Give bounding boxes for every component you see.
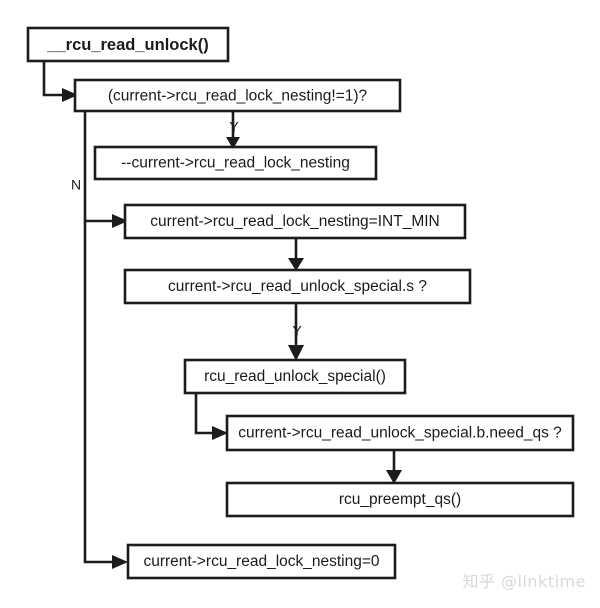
node-label: current->rcu_read_lock_nesting=INT_MIN bbox=[150, 213, 439, 230]
node-call-unlock-special[interactable]: rcu_read_unlock_special() bbox=[183, 358, 407, 395]
node-condition-nesting-not-one[interactable]: (current->rcu_read_lock_nesting!=1)? bbox=[73, 78, 402, 113]
node-box bbox=[73, 78, 402, 113]
node-entry[interactable]: __rcu_read_unlock() bbox=[26, 26, 230, 63]
node-box bbox=[126, 543, 397, 580]
arrowhead-icon bbox=[212, 426, 228, 440]
node-label: __rcu_read_unlock() bbox=[46, 36, 208, 54]
edge-label-yes-top: Y bbox=[229, 119, 239, 135]
arrowhead-icon bbox=[112, 555, 128, 569]
node-label: --current->rcu_read_lock_nesting bbox=[121, 155, 350, 172]
edge-special-s-yes-to-unlock-special: Y bbox=[288, 303, 304, 361]
node-box bbox=[183, 358, 407, 395]
node-box bbox=[123, 203, 467, 240]
edge-label-yes-special: Y bbox=[292, 323, 302, 339]
edge-entry-to-condition bbox=[42, 61, 78, 102]
node-set-nesting-int-min[interactable]: current->rcu_read_lock_nesting=INT_MIN bbox=[123, 203, 467, 240]
node-label: current->rcu_read_unlock_special.s ? bbox=[168, 278, 427, 295]
edge-unlock-special-to-need-qs bbox=[194, 393, 228, 440]
edge-rail-to-nesting-zero bbox=[83, 221, 128, 569]
arrowhead-icon bbox=[112, 214, 128, 228]
arrowhead-icon bbox=[226, 137, 240, 149]
edge-need-qs-to-preempt-qs bbox=[386, 450, 402, 484]
node-call-preempt-qs[interactable]: rcu_preempt_qs() bbox=[225, 481, 575, 518]
edge-line bbox=[42, 61, 62, 97]
edge-line bbox=[83, 221, 112, 564]
node-box bbox=[123, 268, 472, 305]
node-label: rcu_read_unlock_special() bbox=[204, 368, 386, 385]
node-label: current->rcu_read_unlock_special.b.need_… bbox=[238, 425, 562, 442]
watermark: 知乎 @linktime bbox=[462, 572, 586, 591]
arrowhead-icon bbox=[288, 258, 304, 271]
node-set-nesting-zero[interactable]: current->rcu_read_lock_nesting=0 bbox=[126, 543, 397, 580]
node-box bbox=[26, 26, 230, 63]
node-box bbox=[225, 481, 575, 518]
arrowhead-icon bbox=[288, 345, 304, 361]
node-label: rcu_preempt_qs() bbox=[339, 491, 461, 508]
node-condition-unlock-special-s[interactable]: current->rcu_read_unlock_special.s ? bbox=[123, 268, 472, 305]
node-label: current->rcu_read_lock_nesting=0 bbox=[143, 553, 379, 570]
edge-int-min-to-special-s bbox=[288, 238, 304, 271]
node-condition-need-qs[interactable]: current->rcu_read_unlock_special.b.need_… bbox=[225, 414, 575, 452]
node-decrement-nesting[interactable]: --current->rcu_read_lock_nesting bbox=[93, 145, 378, 181]
arrowhead-icon bbox=[62, 88, 78, 102]
node-box bbox=[225, 414, 575, 452]
edge-line bbox=[194, 393, 212, 435]
node-label: (current->rcu_read_lock_nesting!=1)? bbox=[108, 88, 368, 105]
edge-condition-yes-to-decrement: Y bbox=[226, 111, 240, 149]
node-box bbox=[93, 145, 378, 181]
arrowhead-icon bbox=[386, 470, 402, 484]
edge-label-no-branch: N bbox=[71, 177, 81, 193]
